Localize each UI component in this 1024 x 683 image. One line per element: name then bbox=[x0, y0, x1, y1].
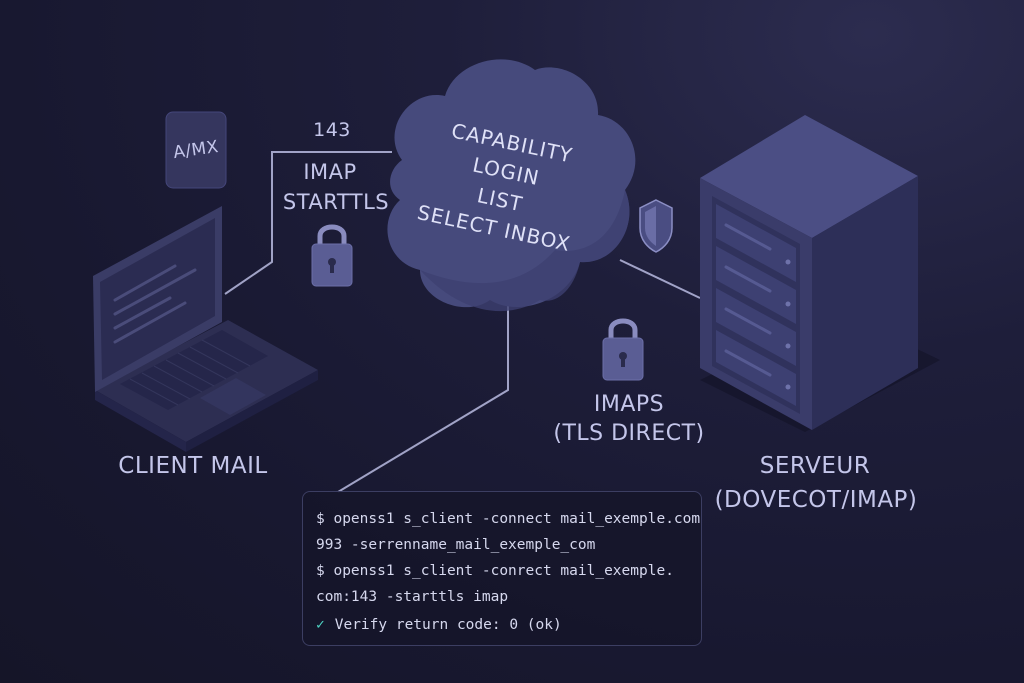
terminal-status: ✓ Verify return code: 0 (ok) bbox=[316, 612, 701, 638]
server-icon bbox=[700, 115, 940, 432]
terminal-line: com:143 -starttls imap bbox=[316, 589, 509, 605]
cloud-to-terminal-line bbox=[337, 300, 509, 493]
laptop-icon bbox=[93, 206, 318, 452]
lock-icon-starttls bbox=[311, 224, 353, 287]
client-to-cloud-line bbox=[224, 151, 392, 295]
port-label: 143 bbox=[313, 119, 351, 141]
client-mail-label: CLIENT MAIL bbox=[118, 453, 268, 479]
shield-icon bbox=[639, 199, 673, 253]
cloud-to-server-line bbox=[619, 259, 701, 299]
starttls-label: STARTTLS bbox=[282, 190, 390, 214]
lock-icon-imaps bbox=[602, 318, 644, 381]
imap-label: IMAP bbox=[303, 160, 357, 184]
server-software-label: (DOVECOT/IMAP) bbox=[714, 487, 918, 513]
terminal-line: 993 -serrenname_mail_exemple_com bbox=[316, 537, 596, 553]
terminal-status-text: Verify return code: 0 (ok) bbox=[334, 617, 562, 633]
imaps-label: IMAPS bbox=[593, 392, 665, 417]
connector-lines bbox=[224, 151, 701, 493]
terminal-line: $ openss1 s_client -conrect mail_exemple… bbox=[316, 563, 674, 579]
check-icon: ✓ bbox=[316, 617, 325, 633]
cloud-icon bbox=[387, 59, 636, 312]
terminal-line: $ openss1 s_client -connect mail_exemple… bbox=[316, 511, 701, 527]
terminal-panel: $ openss1 s_client -connect mail_exemple… bbox=[302, 491, 702, 646]
server-label: SERVEUR bbox=[759, 453, 871, 479]
tls-direct-label: (TLS DIRECT) bbox=[553, 421, 705, 446]
dns-card bbox=[165, 111, 227, 189]
